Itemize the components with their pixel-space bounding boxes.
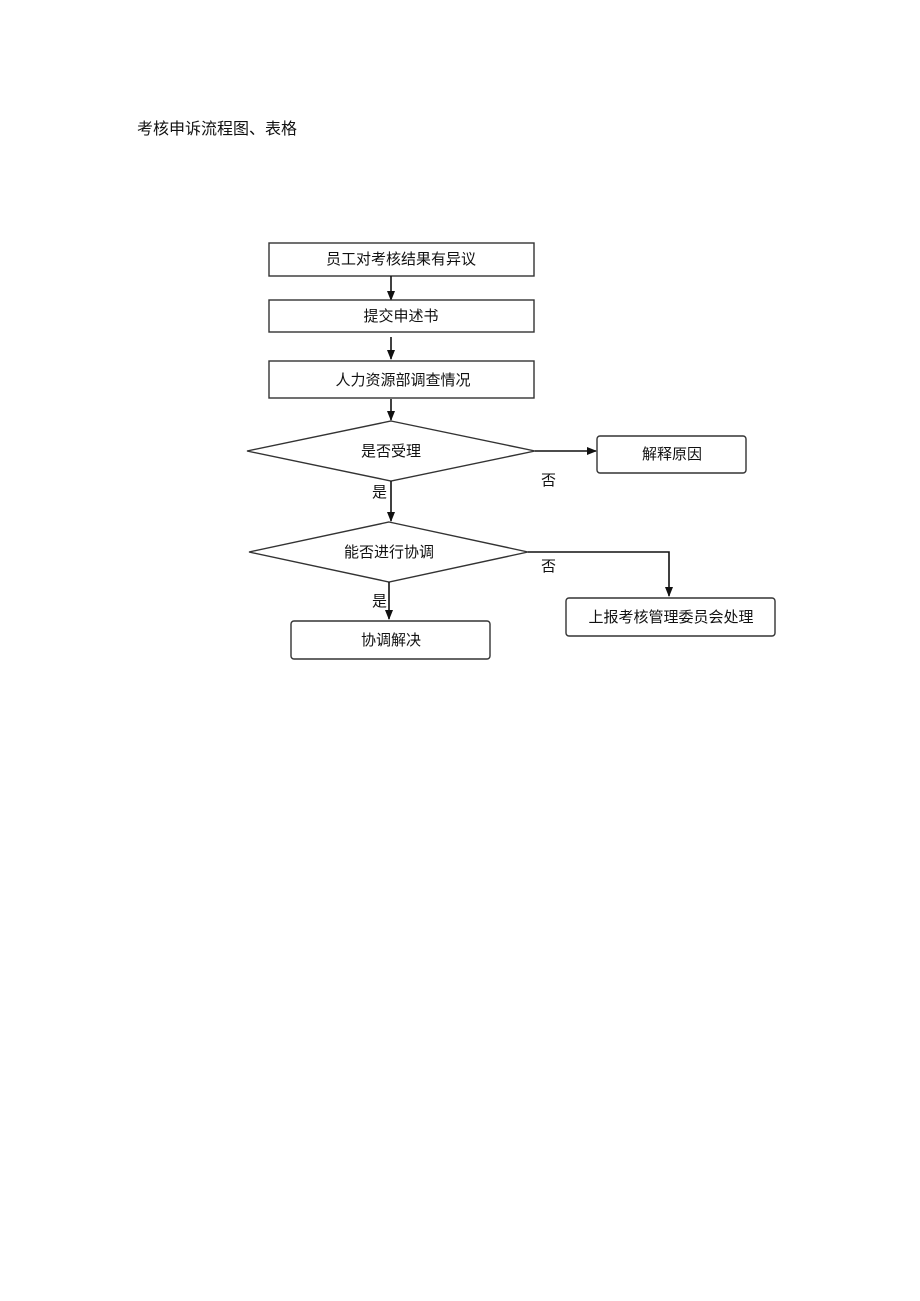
edge-label-accept-no: 否: [541, 471, 556, 489]
document-title: 考核申诉流程图、表格: [137, 119, 298, 138]
edge-label-mediate-no: 否: [541, 557, 556, 575]
node-submit-label: 提交申述书: [363, 307, 438, 325]
node-investigate-label: 人力资源部调查情况: [335, 371, 470, 389]
node-report-committee: 上报考核管理委员会处理: [565, 597, 776, 637]
node-dispute-label: 员工对考核结果有异议: [326, 250, 476, 268]
node-report-committee-label: 上报考核管理委员会处理: [588, 608, 753, 626]
node-mediation-resolved-label: 协调解决: [361, 631, 421, 649]
edge-mediate-no: [528, 551, 673, 597]
node-explain-reason-label: 解释原因: [642, 445, 702, 463]
node-dispute: 员工对考核结果有异议: [268, 242, 535, 277]
node-mediation-resolved: 协调解决: [290, 620, 491, 660]
decision-accept-label: 是否受理: [361, 442, 421, 460]
edge-label-mediate-yes: 是: [372, 592, 387, 610]
decision-mediate-label: 能否进行协调: [344, 543, 434, 561]
node-submit: 提交申述书: [268, 299, 535, 333]
edge-label-accept-yes: 是: [372, 483, 387, 501]
node-explain-reason: 解释原因: [596, 435, 747, 474]
decision-mediate: 能否进行协调: [248, 521, 529, 583]
decision-accept: 是否受理: [246, 420, 536, 482]
node-investigate: 人力资源部调查情况: [268, 360, 535, 399]
